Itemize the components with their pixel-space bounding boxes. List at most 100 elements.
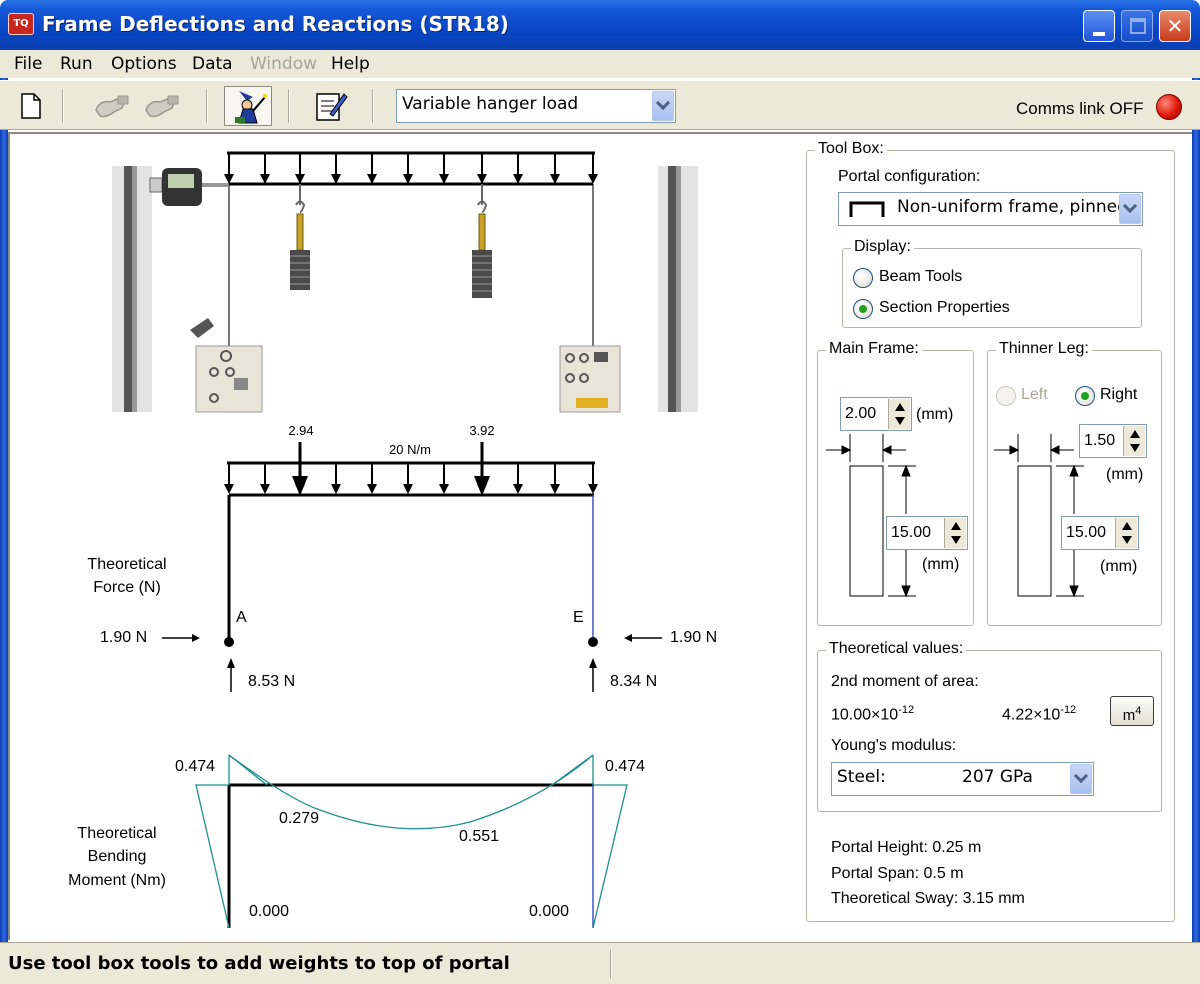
support-a-label: A [236, 609, 247, 626]
thinner-leg-width-spinner[interactable]: 1.50 [1079, 424, 1147, 458]
window-frame-right [1192, 50, 1200, 984]
menu-file[interactable]: File [14, 54, 43, 74]
thinner-leg-title: Thinner Leg: [996, 340, 1092, 358]
thinner-leg-width-arrows[interactable] [1123, 426, 1145, 456]
close-icon: ✕ [1166, 14, 1184, 38]
force-diagram [162, 442, 662, 692]
menu-run[interactable]: Run [60, 54, 93, 74]
bending-moment-diagram [195, 754, 628, 929]
menu-help[interactable]: Help [331, 54, 370, 74]
load-cell-right-icon [559, 345, 621, 413]
disconnect-icon [145, 95, 179, 118]
spin-up-icon [1130, 430, 1140, 438]
material-select[interactable]: Steel: 207 GPa [831, 762, 1094, 796]
menu-data[interactable]: Data [192, 54, 233, 74]
reaction-e-horizontal-value: 1.90 N [670, 629, 718, 646]
thinner-leg-depth-arrows[interactable] [1115, 518, 1137, 548]
radio-beam-tools[interactable] [853, 268, 873, 288]
reaction-e-vertical-arrow [589, 658, 597, 692]
radio-beam-tools-label[interactable]: Beam Tools [879, 268, 963, 285]
main-frame-depth-spinner[interactable]: 15.00 [886, 516, 968, 550]
support-e-pin-icon [588, 637, 598, 647]
moment-caption-line3: Moment (Nm) [68, 872, 166, 889]
toolbar-separator [206, 89, 208, 123]
point-load-left [292, 442, 308, 496]
udl-arrow-head-icon [439, 484, 449, 494]
radio-section-properties[interactable] [853, 299, 873, 319]
moment-mid-left-value: 0.279 [279, 810, 320, 827]
material-select-name: Steel: [837, 767, 886, 787]
udl-arrow-head-icon [513, 174, 523, 184]
reaction-a-vertical-arrow [227, 658, 235, 692]
theoretical-sway-text: Theoretical Sway: 3.15 mm [831, 890, 1025, 907]
reaction-a-horizontal-arrow [162, 634, 200, 642]
close-button[interactable]: ✕ [1159, 10, 1191, 42]
radio-leg-right-label[interactable]: Right [1100, 386, 1138, 403]
spin-down-icon [895, 417, 905, 425]
theoretical-values-title: Theoretical values: [826, 640, 967, 658]
connect-icon [95, 95, 129, 118]
udl-arrow-head-icon [295, 174, 305, 184]
main-frame-depth-value: 15.00 [891, 524, 932, 541]
connect-button[interactable] [92, 88, 129, 124]
hanger-load-right-label: 3.92 [469, 423, 495, 438]
hanger-load-left-label: 2.94 [288, 423, 314, 438]
thinner-leg-width-value: 1.50 [1084, 432, 1116, 449]
portal-config-value: Non-uniform frame, pinned [897, 197, 1128, 217]
portal-span-text: Portal Span: 0.5 m [831, 865, 964, 882]
udl-arrow-head-icon [588, 484, 598, 494]
portal-frame-icon [849, 201, 885, 217]
radio-section-properties-label[interactable]: Section Properties [879, 299, 1010, 316]
main-frame-width-value: 2.00 [845, 405, 877, 422]
mode-select[interactable]: Variable hanger load [396, 89, 676, 123]
chevron-down-icon [1122, 198, 1138, 214]
reaction-a-horizontal-value: 1.90 N [100, 629, 148, 646]
udl-arrow-head-icon [588, 174, 598, 184]
support-a-pin-icon [224, 637, 234, 647]
main-frame-width-spinner[interactable]: 2.00 [840, 397, 912, 431]
menu-options[interactable]: Options [111, 54, 177, 74]
minimize-button[interactable] [1083, 10, 1115, 42]
udl-arrow-head-icon [550, 174, 560, 184]
material-select-dropdown-button[interactable] [1070, 764, 1092, 794]
notepad-button[interactable] [312, 88, 348, 124]
portal-config-dropdown-button[interactable] [1119, 194, 1141, 224]
reaction-e-vertical-value: 8.34 N [610, 673, 658, 690]
moment-unit-button[interactable]: m4 [1110, 696, 1154, 726]
main-frame-title: Main Frame: [826, 340, 922, 358]
udl-arrow-head-icon [403, 174, 413, 184]
window-title: Frame Deflections and Reactions (STR18) [42, 12, 509, 36]
spin-up-icon [895, 403, 905, 411]
moment-base-right-value: 0.000 [529, 903, 570, 920]
comms-status-led-icon [1156, 94, 1182, 120]
maximize-button[interactable] [1121, 10, 1153, 42]
spin-up-icon [1122, 522, 1132, 530]
comms-status-label: Comms link OFF [1016, 99, 1144, 118]
spin-down-icon [1130, 444, 1140, 452]
disconnect-button[interactable] [142, 88, 179, 124]
dial-gauge-icon [149, 168, 230, 206]
udl-arrow-head-icon [367, 484, 377, 494]
load-cell-left-icon [190, 318, 263, 413]
title-bar: TQ Frame Deflections and Reactions (STR1… [0, 0, 1200, 50]
portal-config-select[interactable]: Non-uniform frame, pinned [838, 192, 1143, 226]
main-frame-depth-arrows[interactable] [944, 518, 966, 548]
main-frame-group: Main Frame: [817, 340, 974, 626]
youngs-modulus-label: Young's modulus: [831, 737, 957, 754]
udl-arrow-group-top [224, 153, 598, 184]
udl-arrow-head-icon [550, 484, 560, 494]
new-button[interactable] [12, 88, 48, 124]
support-e-label: E [573, 609, 584, 626]
wizard-button[interactable] [224, 86, 272, 126]
notepad-icon [316, 93, 348, 121]
mode-select-dropdown-button[interactable] [652, 91, 674, 121]
moment-caption-line2: Bending [87, 848, 147, 865]
udl-arrow-head-icon [367, 174, 377, 184]
moment-base-left-value: 0.000 [249, 903, 290, 920]
udl-arrow-head-icon [331, 484, 341, 494]
thinner-leg-depth-spinner[interactable]: 15.00 [1061, 516, 1139, 550]
radio-leg-right[interactable] [1075, 386, 1095, 406]
mode-select-value: Variable hanger load [402, 94, 579, 114]
thinner-leg-depth-value: 15.00 [1066, 524, 1107, 541]
main-frame-width-arrows[interactable] [888, 399, 910, 429]
